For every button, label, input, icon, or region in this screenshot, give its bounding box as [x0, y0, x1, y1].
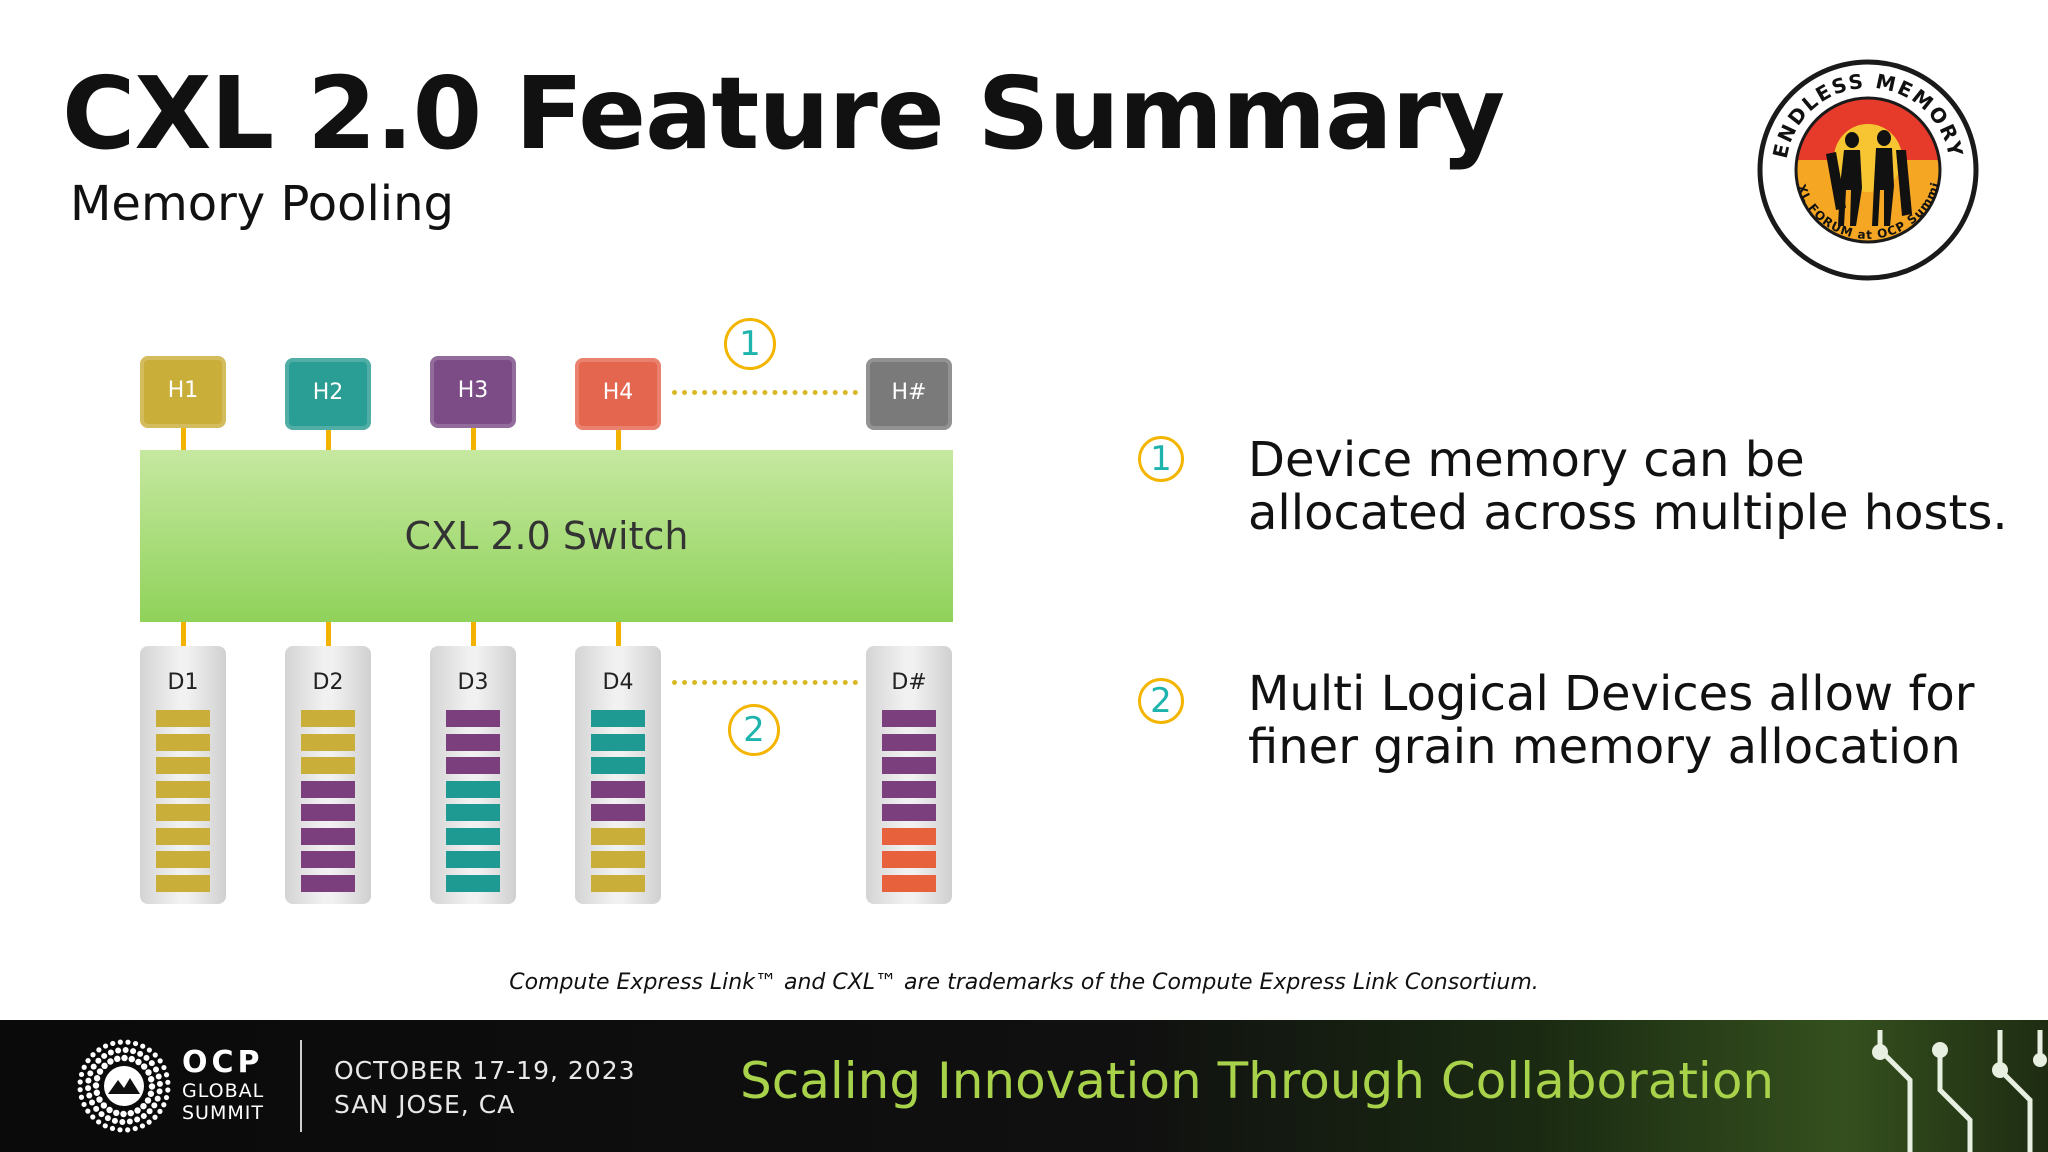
memory-slot: [156, 757, 210, 774]
host-hn: H#: [866, 358, 952, 430]
memory-slot: [446, 804, 500, 821]
device-label: D2: [312, 670, 344, 695]
host-link-4: [616, 428, 621, 452]
device-link-3: [471, 620, 476, 648]
slide-title: CXL 2.0 Feature Summary: [62, 55, 1505, 172]
device-link-2: [326, 620, 331, 648]
memory-slot: [156, 827, 210, 845]
bullet-1-marker: 1: [1138, 436, 1184, 482]
cxl-switch: CXL 2.0 Switch: [140, 450, 953, 622]
memory-slot: [301, 851, 355, 868]
ocp-sunburst-icon: [77, 1039, 171, 1133]
memory-slot: [156, 710, 210, 727]
host-h2: H2: [285, 358, 371, 430]
host-label: H1: [167, 377, 199, 403]
cxl-switch-label: CXL 2.0 Switch: [404, 514, 689, 558]
host-link-2: [326, 428, 331, 452]
memory-slot: [446, 874, 500, 892]
memory-slot: [156, 874, 210, 892]
device-label: D1: [167, 670, 199, 695]
memory-slot: [882, 804, 936, 821]
memory-slot: [591, 874, 645, 892]
device-label: D4: [602, 670, 634, 695]
device-d1: D1: [140, 646, 226, 904]
host-label: H2: [312, 379, 344, 405]
trademark-notice: Compute Express Link™ and CXL™ are trade…: [509, 970, 1539, 995]
host-label: H#: [891, 379, 927, 405]
circuit-decoration-icon: [1872, 1030, 2047, 1152]
device-link-4: [616, 620, 621, 648]
event-location: SAN JOSE, CA: [334, 1090, 516, 1119]
bullet-2-text: Multi Logical Devices allow for finer gr…: [1248, 666, 1975, 775]
memory-pooling-diagram: CXL 2.0 Switch H1 H2 H3 H4 H# D1 D2 D3 D4 D# 1 2: [0, 0, 1000, 930]
device-label: D#: [891, 670, 927, 695]
memory-slot: [882, 757, 936, 774]
host-dotted-connector: [672, 390, 858, 395]
memory-slot: [301, 757, 355, 774]
bullet-2-marker: 2: [1138, 678, 1184, 724]
device-d2: D2: [285, 646, 371, 904]
footer-bar: [0, 1020, 2048, 1152]
memory-slot: [591, 804, 645, 821]
memory-slot: [882, 874, 936, 892]
memory-slot: [882, 851, 936, 868]
memory-slot: [301, 780, 355, 798]
memory-slot: [446, 757, 500, 774]
memory-slot: [156, 804, 210, 821]
host-h1: H1: [140, 356, 226, 428]
memory-slot: [301, 804, 355, 821]
memory-slot: [156, 733, 210, 751]
memory-slot: [446, 851, 500, 868]
memory-slot: [301, 710, 355, 727]
bullet-1-text: Device memory can be allocated across mu…: [1248, 432, 2008, 541]
memory-slot: [446, 827, 500, 845]
memory-slot: [446, 710, 500, 727]
host-h4: H4: [575, 358, 661, 430]
footer-divider: [300, 1040, 302, 1132]
memory-slot: [156, 851, 210, 868]
host-link-3: [471, 428, 476, 452]
memory-slot: [446, 780, 500, 798]
host-h3: H3: [430, 356, 516, 428]
diagram-marker-2: 2: [728, 704, 780, 756]
memory-slot: [882, 733, 936, 751]
diagram-marker-1: 1: [724, 318, 776, 370]
device-label: D3: [457, 670, 489, 695]
memory-slot: [591, 780, 645, 798]
memory-slot: [301, 733, 355, 751]
ocp-wordmark: OCP: [182, 1045, 264, 1080]
device-link-1: [181, 620, 186, 648]
memory-slot: [591, 757, 645, 774]
memory-slot: [591, 827, 645, 845]
memory-slot: [591, 733, 645, 751]
event-date: OCTOBER 17-19, 2023: [334, 1056, 636, 1085]
memory-slot: [156, 780, 210, 798]
memory-slot: [591, 851, 645, 868]
device-dotted-connector: [672, 680, 858, 685]
memory-slot: [591, 710, 645, 727]
device-d4: D4: [575, 646, 661, 904]
footer-tagline: Scaling Innovation Through Collaboration: [740, 1052, 1775, 1110]
memory-slot: [882, 780, 936, 798]
device-dn: D#: [866, 646, 952, 904]
memory-slot: [882, 827, 936, 845]
device-d3: D3: [430, 646, 516, 904]
memory-slot: [301, 827, 355, 845]
ocp-summit-label: SUMMIT: [182, 1102, 264, 1124]
host-label: H4: [602, 379, 634, 405]
endless-memory-logo: ENDLESS MEMORY CXL FORUM at OCP Summit: [1756, 58, 1979, 281]
memory-slot: [301, 874, 355, 892]
ocp-global-label: GLOBAL: [182, 1080, 265, 1102]
memory-slot: [882, 710, 936, 727]
host-label: H3: [457, 377, 489, 403]
host-link-1: [181, 428, 186, 452]
memory-slot: [446, 733, 500, 751]
slide-subtitle: Memory Pooling: [70, 176, 454, 232]
